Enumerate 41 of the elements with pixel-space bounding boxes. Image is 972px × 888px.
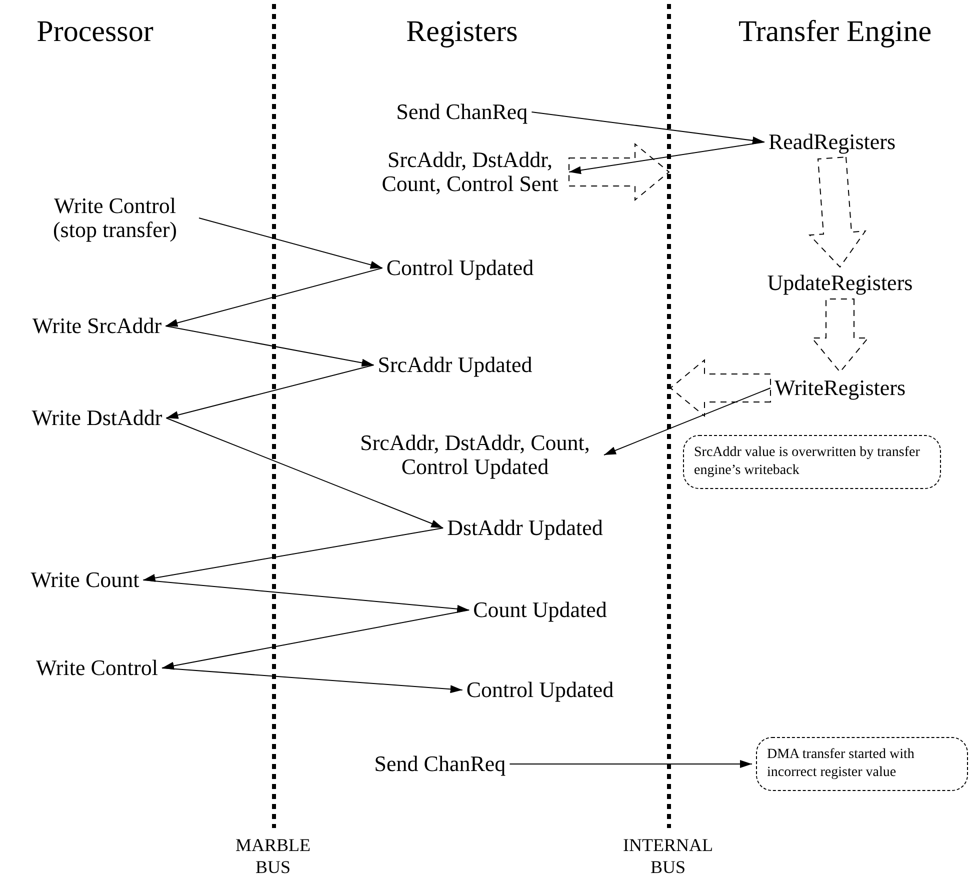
arrow	[198, 218, 383, 269]
message-label: Send ChanReq	[374, 752, 506, 776]
message-label: SrcAddr, DstAddr, Count, Control Sent	[375, 148, 565, 196]
bus-label: INTERNAL BUS	[622, 834, 714, 878]
message-label: Send ChanReq	[396, 100, 528, 124]
arrow	[165, 326, 374, 367]
message-label: Write Control	[36, 656, 158, 680]
arrow	[165, 268, 383, 327]
note-box: SrcAddr value is overwritten by transfer engine’s writeback	[683, 435, 941, 489]
message-label: Write Count	[30, 568, 140, 592]
arrow	[161, 668, 463, 694]
arrow	[604, 388, 771, 456]
message-label: WriteRegisters	[774, 376, 906, 400]
arrow	[166, 364, 374, 419]
hollow-block-arrow	[670, 358, 771, 418]
hollow-block-arrow	[568, 142, 670, 202]
column-heading: Transfer Engine	[738, 15, 932, 49]
message-label: Write Control (stop transfer)	[35, 194, 195, 242]
arrow	[142, 580, 470, 613]
hollow-block-arrow	[808, 156, 866, 268]
bus-label: MARBLE BUS	[234, 834, 312, 878]
note-box: DMA transfer started with incorrect register value	[756, 737, 968, 791]
message-label: DstAddr Updated	[447, 516, 603, 540]
arrow	[531, 112, 765, 144]
message-label: Write SrcAddr	[32, 314, 162, 338]
message-label: Count Updated	[473, 598, 607, 622]
arrow	[166, 418, 444, 528]
message-label: SrcAddr, DstAddr, Count, Control Updated	[350, 431, 600, 479]
message-label: Control Updated	[386, 256, 534, 280]
arrow	[509, 760, 752, 768]
message-label: ReadRegisters	[768, 130, 896, 154]
arrow	[568, 142, 765, 174]
hollow-block-arrow	[810, 298, 870, 373]
message-label: Control Updated	[466, 678, 614, 702]
arrow	[142, 528, 444, 582]
arrow	[161, 610, 470, 670]
column-heading: Processor	[36, 15, 154, 49]
column-heading: Registers	[406, 15, 518, 49]
message-label: UpdateRegisters	[767, 271, 913, 295]
message-label: SrcAddr Updated	[378, 353, 532, 377]
message-label: Write DstAddr	[32, 406, 162, 430]
